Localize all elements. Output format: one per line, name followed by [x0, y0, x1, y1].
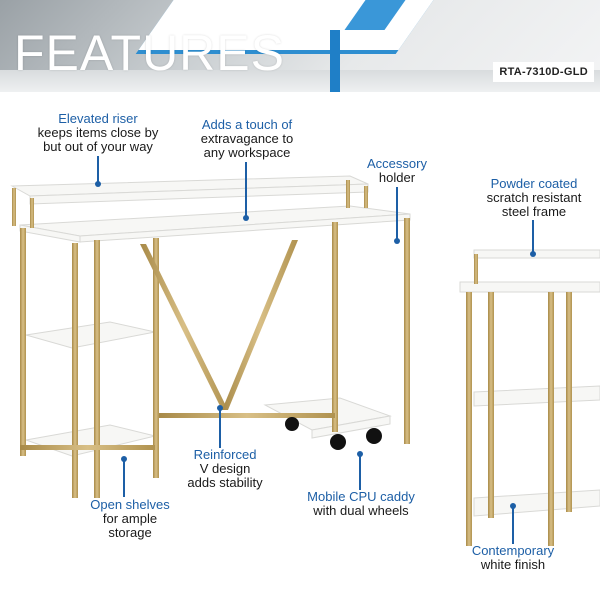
leader-line — [532, 220, 534, 254]
leader-dot — [121, 456, 127, 462]
leader-dot — [95, 181, 101, 187]
callout-text: holder — [378, 170, 416, 185]
leader-line — [245, 162, 247, 218]
desk-frame — [12, 180, 410, 498]
callout-text: but out of your way — [43, 139, 153, 154]
callout-open-shelves: Open shelves for ample storage — [82, 498, 178, 540]
callout-text: V design — [199, 461, 251, 476]
page-title: FEATURES — [14, 25, 285, 81]
callout-touch-of-extravagance: Adds a touch of extravagance to any work… — [180, 118, 314, 160]
leader-line — [359, 454, 361, 490]
header-banner: FEATURES RTA-7310D-GLD — [0, 0, 600, 92]
leader-dot — [510, 503, 516, 509]
leader-line — [123, 459, 125, 497]
side-view-frame — [466, 254, 572, 546]
header-blue-leg-decor — [330, 30, 340, 92]
leader-dot — [243, 215, 249, 221]
leader-dot — [357, 451, 363, 457]
callout-text: keeps items close by — [37, 125, 159, 140]
leader-dot — [530, 251, 536, 257]
callout-heading: Contemporary — [471, 543, 555, 558]
leader-line — [97, 156, 99, 184]
callout-reinforced: Reinforced V design adds stability — [180, 448, 270, 490]
callout-elevated-riser: Elevated riser keeps items close by but … — [30, 112, 166, 154]
callout-heading: Reinforced — [193, 447, 257, 462]
leader-dot — [394, 238, 400, 244]
callout-text: extravagance to — [200, 131, 294, 146]
leader-line — [512, 506, 514, 544]
callout-heading: Open shelves — [90, 497, 170, 512]
callout-mobile-cpu: Mobile CPU caddy with dual wheels — [298, 490, 424, 518]
callout-text: storage — [108, 525, 152, 540]
leader-line — [219, 408, 221, 448]
callout-text: adds stability — [187, 475, 263, 490]
callout-text: with dual wheels — [313, 503, 409, 518]
callout-text: any workspace — [203, 145, 291, 160]
header-floor-decor — [0, 70, 600, 92]
callout-heading: Mobile CPU caddy — [307, 489, 415, 504]
leader-line — [396, 187, 398, 241]
leader-dot — [217, 405, 223, 411]
caddy-wheels — [285, 417, 382, 450]
callout-text: white finish — [480, 557, 546, 572]
callout-text: steel frame — [501, 204, 567, 219]
callout-text: for ample — [102, 511, 158, 526]
callout-powder-coated: Powder coated scratch resistant steel fr… — [474, 177, 594, 219]
callout-accessory-holder: Accessory holder — [360, 157, 434, 185]
callout-heading: Powder coated — [490, 176, 578, 191]
sku-badge: RTA-7310D-GLD — [493, 62, 594, 82]
callout-heading: Adds a touch of — [201, 117, 293, 132]
callout-heading: Elevated riser — [58, 111, 138, 126]
callout-contemporary: Contemporary white finish — [466, 544, 560, 572]
side-view-boards — [459, 249, 600, 517]
callout-text: scratch resistant — [486, 190, 582, 205]
callout-heading: Accessory — [367, 156, 427, 171]
